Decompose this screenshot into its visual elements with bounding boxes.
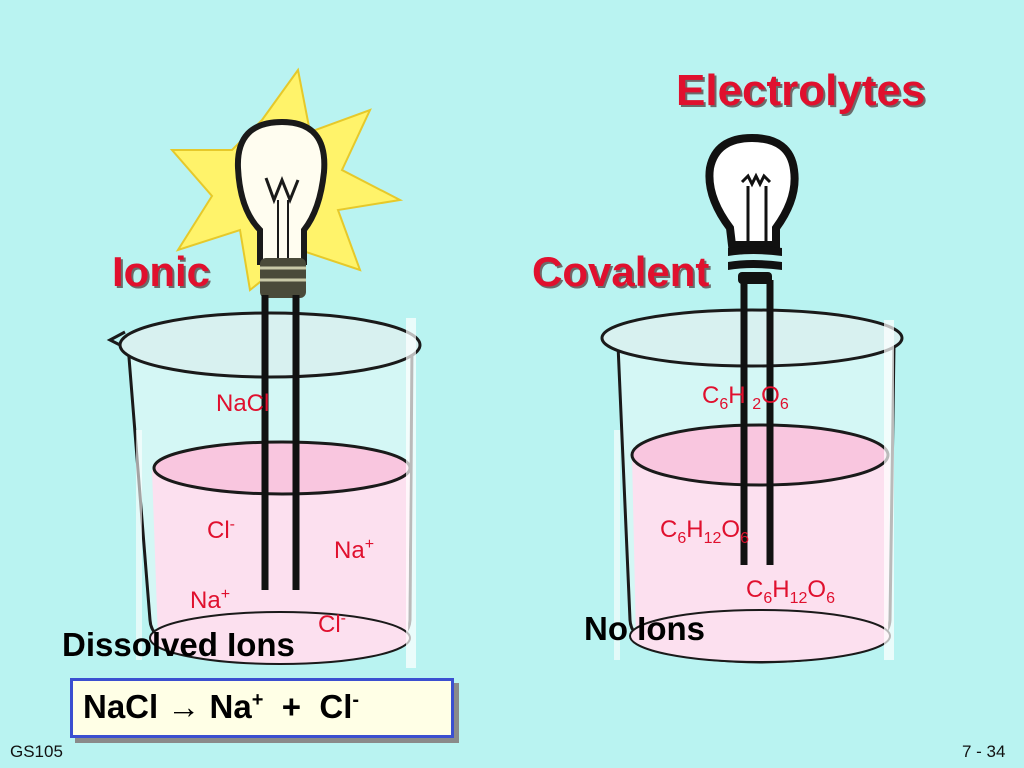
dissociation-equation: NaCl → Na+ + Cl- <box>83 688 360 725</box>
footer-slide-number: 7 - 34 <box>962 742 1006 761</box>
arrow-icon: → <box>167 688 201 725</box>
dissolved-ions-caption: Dissolved Ions <box>62 626 295 663</box>
covalent-beaker <box>600 308 904 664</box>
slide-title: Electrolytes <box>676 66 926 115</box>
glucose-label-middle: C6H12O6 <box>660 516 749 547</box>
ion-label-cl-2: Cl- <box>318 610 346 638</box>
dissociation-equation-box: NaCl → Na+ + Cl- <box>70 678 454 738</box>
ion-label-cl-1: Cl- <box>207 516 235 544</box>
footer-course-code: GS105 <box>10 742 63 761</box>
ionic-heading: Ionic <box>112 248 211 295</box>
covalent-heading: Covalent <box>532 248 710 295</box>
no-ions-caption: No Ions <box>584 610 705 647</box>
ion-label-na-2: Na+ <box>190 586 231 614</box>
ionic-beaker <box>106 311 422 668</box>
ion-label-na-1: Na+ <box>334 536 375 564</box>
nacl-label: NaCl <box>216 390 270 417</box>
lit-bulb-icon <box>169 67 404 298</box>
glucose-label-top: C6H 2O6 <box>702 382 789 413</box>
unlit-bulb-icon <box>705 133 799 284</box>
glucose-label-bottom: C6H12O6 <box>746 576 835 607</box>
